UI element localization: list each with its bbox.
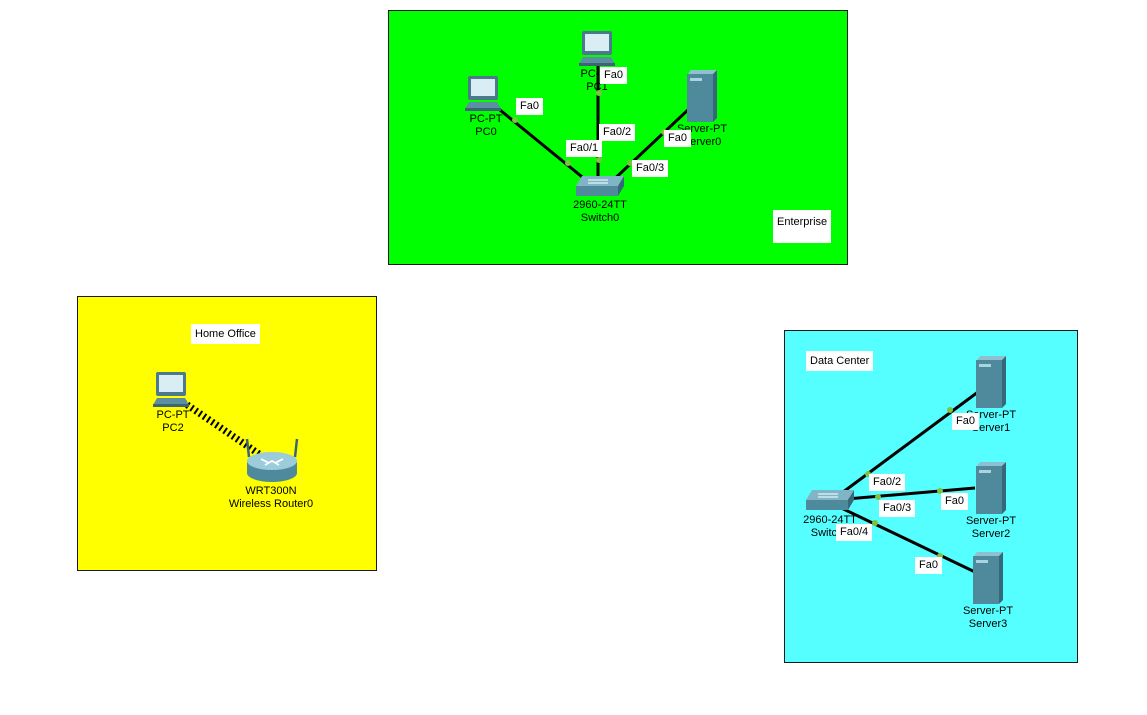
switch0-switch-icon[interactable]	[574, 174, 626, 198]
port-switch1-fa04: Fa0/4	[836, 524, 873, 541]
pc0-pc-icon[interactable]	[465, 76, 503, 112]
port-server2-fa0: Fa0	[941, 493, 968, 510]
port-switch0-fa03: Fa0/3	[632, 160, 669, 177]
note-enterprise[interactable]: Enterprise	[773, 210, 832, 243]
port-server3-fa0: Fa0	[915, 557, 942, 574]
note-data-center[interactable]: Data Center	[806, 351, 874, 371]
port-switch0-fa02: Fa0/2	[599, 124, 636, 141]
port-switch1-fa03: Fa0/3	[879, 500, 916, 517]
switch1-switch-icon[interactable]	[804, 488, 856, 512]
port-server1-fa0: Fa0	[952, 413, 979, 430]
pc1-pc-icon[interactable]	[579, 31, 617, 67]
note-home-office[interactable]: Home Office	[191, 324, 260, 344]
port-server0-fa0: Fa0	[664, 130, 691, 147]
server1-server-icon[interactable]	[972, 356, 1008, 410]
port-switch0-fa01: Fa0/1	[566, 140, 603, 157]
port-pc1-fa0: Fa0	[600, 67, 627, 84]
server2-server-icon[interactable]	[972, 462, 1008, 516]
server0-server-icon[interactable]	[683, 70, 719, 124]
pc2-pc-icon[interactable]	[153, 372, 191, 408]
port-switch1-fa02: Fa0/2	[869, 474, 906, 491]
server3-server-icon[interactable]	[969, 552, 1005, 606]
router0-wireless-router-icon[interactable]	[243, 437, 301, 483]
port-pc0-fa0: Fa0	[516, 98, 543, 115]
